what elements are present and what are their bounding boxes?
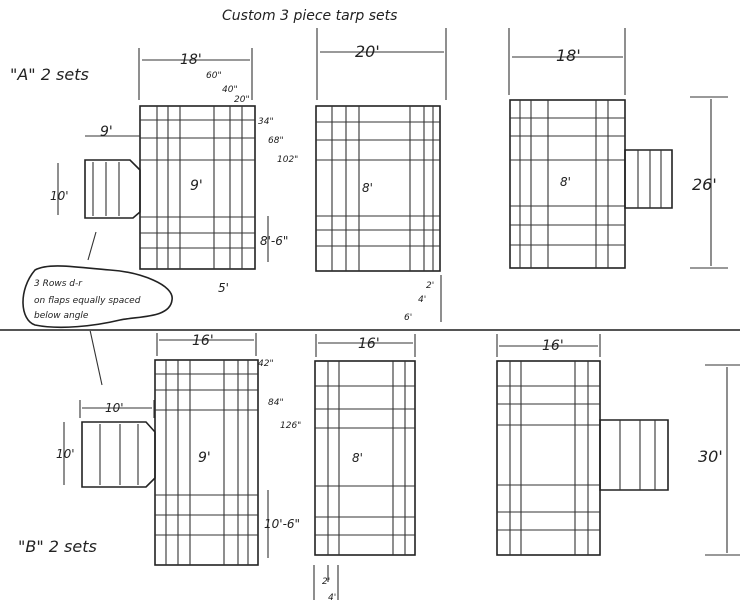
dim-center: 8' bbox=[560, 175, 571, 189]
set-a-panel-3: 18' 8' 26' bbox=[508, 28, 728, 269]
note-line: below angle bbox=[34, 311, 89, 321]
dim-width: 18' bbox=[556, 46, 581, 65]
dim-height: 26' bbox=[692, 175, 717, 194]
dim-width: 20' bbox=[355, 42, 380, 61]
set-a-label: "A" 2 sets bbox=[10, 65, 89, 84]
set-b-panel-1: 16' 42" 84" 126" 9' 10'-6" 10' 10' bbox=[56, 333, 301, 566]
set-b-panel-2: 16' 8' 2' 4' bbox=[313, 334, 416, 603]
dim-mark: 42" bbox=[258, 359, 274, 369]
dim-center: 9' bbox=[190, 178, 203, 194]
dim-mark: 34" bbox=[258, 117, 274, 127]
dim-width: 18' bbox=[180, 52, 202, 68]
dim-flap-height: 10' bbox=[50, 189, 69, 203]
dim-mark: 126" bbox=[280, 421, 301, 431]
set-a-panel-2: 20' 8' 2' 4' 6' bbox=[315, 28, 447, 323]
note-line: 3 Rows d-r bbox=[34, 279, 83, 289]
dim-mark: 4' bbox=[328, 593, 336, 603]
dim-mark: 60" bbox=[206, 71, 222, 81]
dim-center: 8' bbox=[362, 181, 373, 195]
dim-flap-width: 10' bbox=[105, 401, 124, 415]
dim-center: 9' bbox=[198, 450, 211, 466]
note-bubble: 3 Rows d-r on flaps equally spaced below… bbox=[22, 231, 173, 386]
dim-width: 16' bbox=[542, 338, 564, 354]
dim-height: 30' bbox=[698, 447, 723, 466]
set-b-panel-3: 16' 30' bbox=[496, 334, 740, 556]
dim-mark: 40" bbox=[222, 85, 238, 95]
dim-mark: 6' bbox=[404, 313, 412, 323]
dim-center: 8' bbox=[352, 451, 363, 465]
dim-width: 16' bbox=[358, 336, 380, 352]
dim-flap-height: 10' bbox=[56, 447, 75, 461]
dim-mark: 2' bbox=[322, 577, 330, 587]
dim-mark: 68" bbox=[268, 136, 284, 146]
dim-width: 16' bbox=[192, 333, 214, 349]
note-line: on flaps equally spaced bbox=[34, 296, 141, 306]
set-a-panel-1: 18' 60" 40" 20" 34" 68" 102" 9' 8'-6" 5'… bbox=[50, 48, 298, 295]
dim-bottom: 10'-6" bbox=[264, 517, 300, 531]
set-b-label: "B" 2 sets bbox=[18, 537, 97, 556]
dim-mark: 84" bbox=[268, 398, 284, 408]
diagram-title: Custom 3 piece tarp sets bbox=[222, 8, 397, 24]
dim-mark: 4' bbox=[418, 295, 426, 305]
dim-bottom: 8'-6" bbox=[260, 234, 288, 248]
dim-mark: 2' bbox=[426, 281, 434, 291]
dim-mark: 20" bbox=[234, 95, 250, 105]
dim-bottom-width: 5' bbox=[218, 281, 229, 295]
dim-flap-offset: 9' bbox=[100, 124, 113, 140]
dim-mark: 102" bbox=[277, 155, 298, 165]
